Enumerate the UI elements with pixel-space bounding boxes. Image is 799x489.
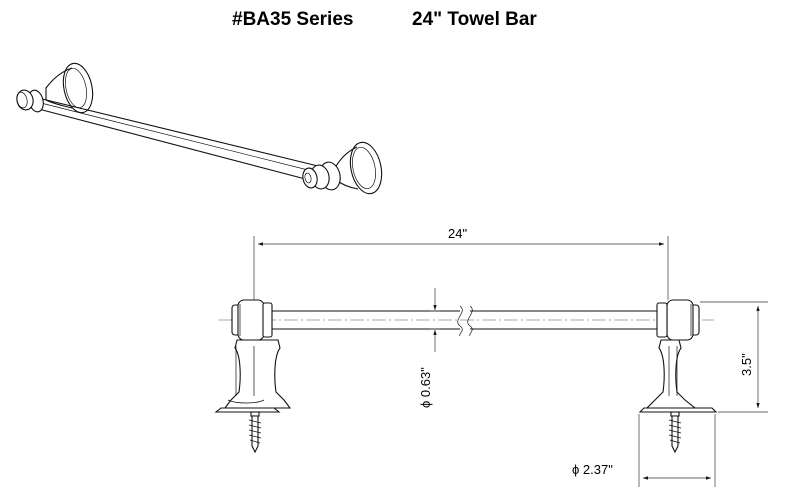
projection-label: 3.5" bbox=[739, 353, 754, 376]
elevation-view: 24" ϕ 0.63" 3.5" ϕ 2.37" bbox=[214, 226, 768, 487]
dim-base-diameter bbox=[638, 414, 716, 487]
isometric-view bbox=[16, 62, 383, 195]
overall-length-label: 24" bbox=[448, 226, 467, 241]
dim-overall-length bbox=[253, 236, 669, 300]
elevation-right-mount bbox=[638, 299, 718, 454]
base-diameter-label: ϕ 2.37" bbox=[572, 462, 613, 477]
dim-bar-diameter bbox=[430, 288, 440, 352]
iso-right-flange bbox=[302, 141, 383, 195]
iso-bar bbox=[30, 96, 319, 182]
iso-left-endcap bbox=[16, 89, 44, 113]
series-title: #BA35 Series bbox=[232, 9, 354, 30]
bar-diameter-label: ϕ 0.63" bbox=[418, 367, 433, 408]
product-title: 24" Towel Bar bbox=[412, 9, 537, 30]
elevation-left-mount bbox=[214, 299, 292, 454]
left-screw bbox=[248, 411, 262, 454]
dim-projection bbox=[700, 301, 768, 413]
right-screw bbox=[668, 411, 682, 454]
iso-left-flange bbox=[45, 62, 94, 114]
elevation-bar bbox=[272, 305, 657, 337]
